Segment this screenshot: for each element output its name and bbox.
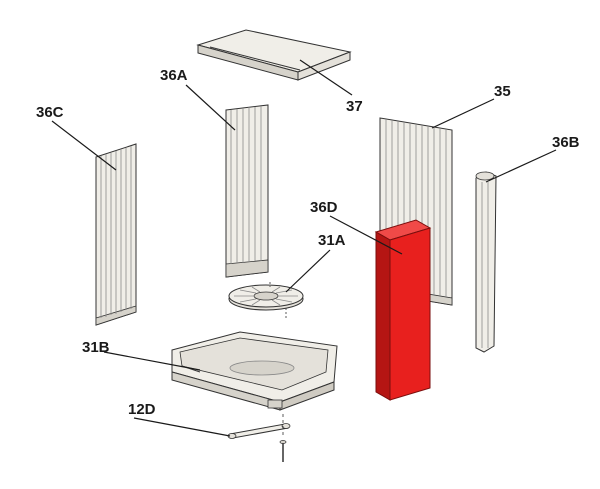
assembly-guide-lines — [269, 282, 287, 438]
callout-31a: 31A — [318, 232, 346, 249]
part-31a-grate[interactable] — [228, 284, 304, 311]
part-36d-highlighted-panel[interactable] — [374, 219, 432, 401]
part-36b-narrow-strip[interactable] — [475, 171, 497, 353]
part-12d-handle[interactable] — [227, 423, 291, 463]
callout-labels: 37 36A 36C 35 36B 36D 31A 31B 12D — [36, 67, 580, 418]
part-36a-rear-panel[interactable] — [225, 104, 269, 278]
callout-36a: 36A — [160, 67, 188, 84]
callout-37: 37 — [346, 98, 363, 115]
part-36c-left-panel[interactable] — [95, 143, 137, 326]
callout-31b: 31B — [82, 339, 110, 356]
part-36c-ribs — [100, 146, 132, 318]
part-37-top-plate[interactable] — [196, 29, 352, 81]
callout-12d: 12D — [128, 401, 156, 418]
part-31a-slots — [234, 286, 298, 306]
callout-36b: 36B — [552, 134, 580, 151]
part-36a-ribs — [230, 106, 262, 264]
callout-36c: 36C — [36, 104, 64, 121]
part-31b-base-tray[interactable] — [171, 331, 338, 411]
leader-lines — [51, 59, 557, 437]
callout-35: 35 — [494, 83, 511, 100]
callout-36d: 36D — [310, 199, 338, 216]
